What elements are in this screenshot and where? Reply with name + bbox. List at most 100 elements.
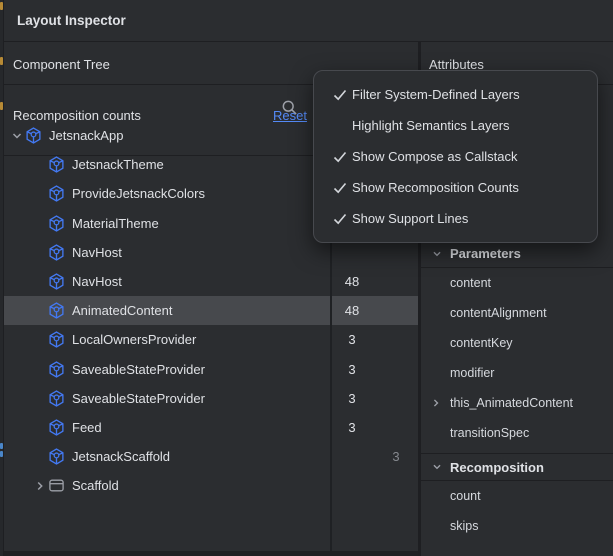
gutter-mark (0, 57, 3, 65)
chevron-down-icon[interactable] (9, 128, 25, 144)
attr-item[interactable]: count (421, 481, 613, 511)
gutter-mark (0, 443, 3, 449)
menu-item[interactable]: Highlight Semantics Layers (314, 110, 597, 141)
checkmark-icon (332, 211, 348, 227)
tree-row[interactable]: NavHost 48 (4, 267, 418, 296)
indent-spacer (32, 303, 48, 319)
left-gutter (0, 0, 4, 556)
composable-icon (48, 244, 65, 261)
attr-item-label: skips (450, 519, 479, 533)
tree-node-label: NavHost (72, 244, 122, 260)
recomposition-count: 48 (344, 274, 360, 290)
tree-row[interactable]: Scaffold (4, 471, 418, 500)
menu-item-label: Show Compose as Callstack (352, 149, 518, 164)
checkmark-icon (332, 180, 348, 196)
recomposition-count: 3 (348, 332, 356, 348)
recomposition-count: 3 (348, 419, 356, 435)
tree-node-label: NavHost (72, 274, 122, 290)
menu-item-label: Show Recomposition Counts (352, 180, 519, 195)
attr-item[interactable]: skips (421, 511, 613, 541)
attr-item-label: transitionSpec (450, 426, 530, 440)
indent-spacer (32, 332, 48, 348)
attr-item[interactable]: contentKey (421, 328, 613, 358)
recomposition-count: 48 (344, 303, 360, 319)
tree-node-label: SaveableStateProvider (72, 361, 205, 377)
composable-icon (25, 127, 42, 144)
attr-item[interactable]: this_AnimatedContent (421, 388, 613, 418)
attr-item[interactable]: content (421, 268, 613, 298)
tree-row[interactable]: JetsnackApp (4, 121, 418, 150)
tree-row[interactable]: NavHost (4, 238, 418, 267)
composable-icon (48, 390, 65, 407)
indent-spacer (32, 215, 48, 231)
recomposition-count: 3 (348, 390, 356, 406)
scaffold-layout-icon (48, 477, 65, 494)
indent-spacer (32, 157, 48, 173)
tree-node-label: JetsnackTheme (72, 157, 164, 173)
attr-item[interactable]: transitionSpec (421, 418, 613, 448)
composable-icon (48, 331, 65, 349)
checkmark-placeholder (332, 118, 348, 134)
reset-counts-link[interactable]: Reset (273, 108, 307, 123)
indent-spacer (32, 419, 48, 435)
tree-row[interactable]: MaterialTheme (4, 209, 418, 238)
component-tree-panel: Component Tree Recomposition counts Rese… (4, 42, 418, 556)
tree-row[interactable]: JetsnackTheme (4, 150, 418, 179)
attr-section-parameters[interactable]: Parameters (421, 240, 613, 268)
attr-item-label: count (450, 489, 481, 503)
gutter-mark (0, 102, 3, 110)
tree-node-label: JetsnackScaffold (72, 449, 171, 465)
page-title: Layout Inspector (17, 13, 126, 28)
attr-item[interactable]: contentAlignment (421, 298, 613, 328)
attributes-title: Attributes (429, 57, 484, 72)
chevron-down-icon[interactable] (430, 460, 444, 474)
attr-section-label: Parameters (450, 246, 521, 261)
indent-spacer (32, 449, 48, 465)
composable-icon (48, 448, 65, 465)
chevron-right-icon[interactable] (429, 396, 443, 410)
attr-item-label: contentAlignment (450, 306, 547, 320)
indent-spacer (32, 244, 48, 260)
attr-item-label: modifier (450, 366, 495, 380)
recomposition-counts-label: Recomposition counts (13, 108, 141, 123)
tree-row[interactable]: ProvideJetsnackColors (4, 179, 418, 208)
indent-spacer (32, 361, 48, 377)
menu-item-label: Filter System-Defined Layers (352, 87, 520, 102)
tree-node-label: JetsnackApp (49, 128, 124, 144)
chevron-down-icon[interactable] (430, 247, 444, 261)
chevron-right-icon[interactable] (32, 478, 48, 494)
tree-row[interactable]: SaveableStateProvider 3 (4, 384, 418, 413)
attr-item-label: this_AnimatedContent (450, 396, 573, 410)
menu-item-label: Highlight Semantics Layers (352, 118, 510, 133)
recomposition-counts-row: Recomposition counts Reset (4, 85, 418, 156)
composable-icon (48, 156, 65, 173)
attr-item[interactable]: modifier (421, 358, 613, 388)
composable-icon (48, 214, 65, 232)
attributes-panel: Attributes Parameters content contentAlign… (421, 42, 613, 556)
tree-node-label: SaveableStateProvider (72, 390, 205, 406)
indent-spacer (32, 390, 48, 406)
menu-item-label: Show Support Lines (352, 211, 469, 226)
panel-divider[interactable] (418, 42, 421, 556)
attr-item-label: content (450, 276, 492, 290)
menu-item[interactable]: Show Recomposition Counts (314, 172, 597, 203)
composable-icon (48, 302, 65, 319)
attr-section-recomposition[interactable]: Recomposition (421, 453, 613, 481)
composable-icon (48, 273, 65, 290)
composable-icon (48, 419, 65, 436)
count-column-divider (330, 117, 332, 556)
attributes-sections: Parameters content contentAlignment content… (421, 240, 613, 541)
menu-item[interactable]: Filter System-Defined Layers (314, 79, 597, 110)
search-icon[interactable] (281, 99, 301, 116)
title-bar: Layout Inspector (4, 0, 613, 42)
menu-item[interactable]: Show Compose as Callstack (314, 141, 597, 172)
menu-item[interactable]: Show Support Lines (314, 203, 597, 234)
tree-node-label: ProvideJetsnackColors (72, 186, 205, 202)
